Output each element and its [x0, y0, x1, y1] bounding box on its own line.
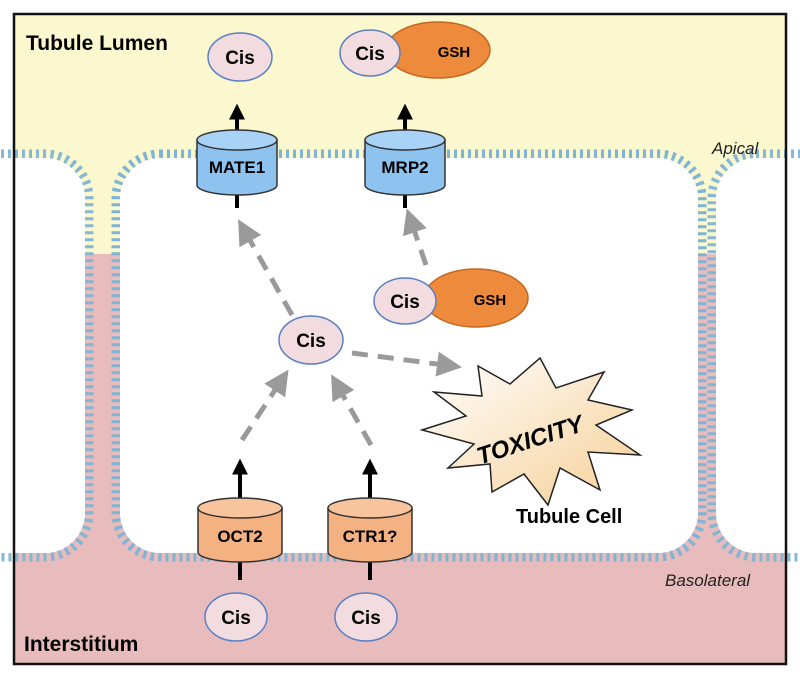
svg-text:Cis: Cis — [355, 44, 385, 65]
basolateral-label: Basolateral — [665, 571, 751, 590]
oct2-to-cis-arrow — [239, 369, 289, 442]
oct2-transporter: OCT2 — [197, 497, 283, 563]
apical-label: Apical — [711, 139, 760, 158]
svg-text:MATE1: MATE1 — [209, 158, 265, 177]
cis-gsh-lumen: GSH Cis — [339, 21, 491, 79]
ctr1-transporter: CTR1? — [327, 497, 413, 563]
lumen-label: Tubule Lumen — [26, 32, 168, 55]
gsh-to-mrp2-arrow — [403, 208, 429, 266]
interstitium-label: Interstitium — [24, 633, 138, 656]
mrp2-transporter: MRP2 — [364, 129, 446, 196]
svg-text:Cis: Cis — [296, 331, 326, 352]
frame — [12, 12, 788, 666]
cis-gsh-intracellular: GSH Cis — [373, 268, 529, 328]
cis-lumen: Cis — [207, 32, 273, 82]
cis-to-mate1-arrow — [238, 219, 295, 317]
svg-text:GSH: GSH — [474, 292, 507, 309]
svg-text:MRP2: MRP2 — [381, 158, 428, 177]
svg-text:Cis: Cis — [221, 608, 251, 629]
svg-text:GSH: GSH — [438, 44, 471, 61]
tubule-cell — [120, 158, 698, 553]
svg-text:Cis: Cis — [390, 292, 420, 313]
cis-to-toxicity-arrow — [351, 350, 462, 377]
svg-text:Cis: Cis — [351, 608, 381, 629]
cis-interstitium-1: Cis — [204, 592, 268, 642]
ctr1-to-cis-arrow — [331, 374, 374, 447]
cis-interstitium-2: Cis — [334, 592, 398, 642]
svg-text:CTR1?: CTR1? — [343, 527, 398, 546]
svg-text:Cis: Cis — [225, 48, 255, 69]
cis-intracellular: Cis — [278, 315, 344, 365]
mate1-transporter: MATE1 — [196, 129, 278, 196]
svg-text:OCT2: OCT2 — [217, 527, 262, 546]
toxicity-burst: TOXICITY — [419, 356, 643, 507]
tubule-cell-label: Tubule Cell — [516, 506, 622, 528]
